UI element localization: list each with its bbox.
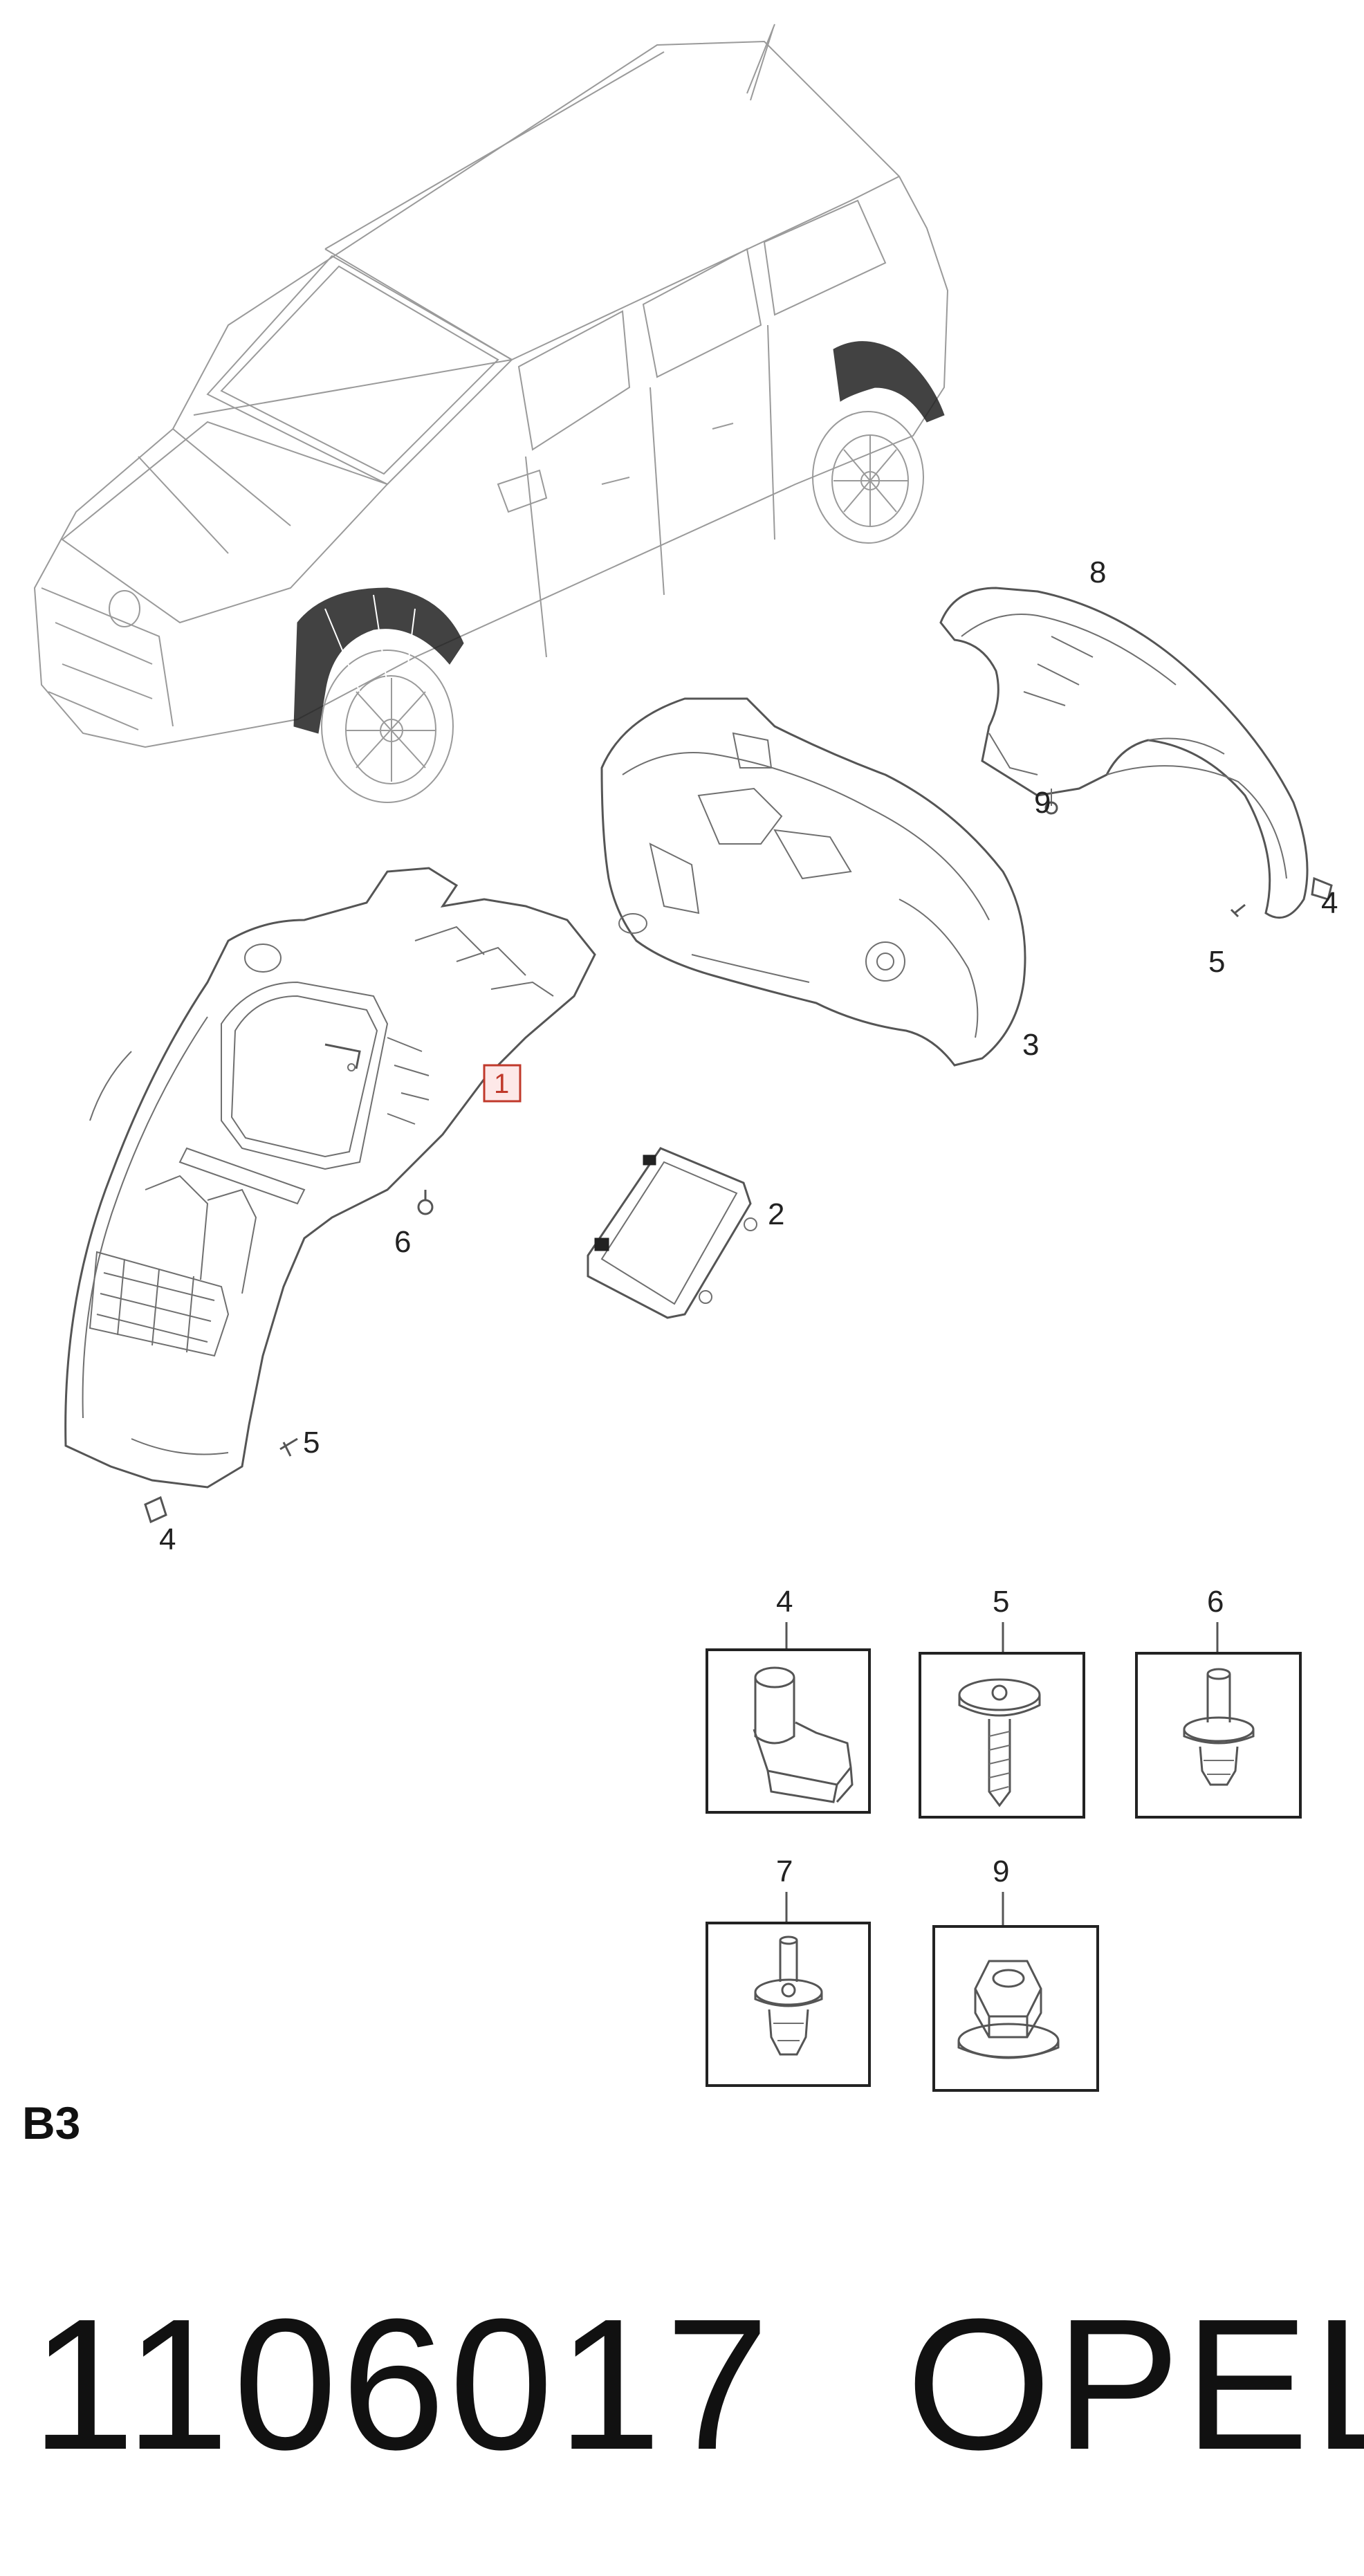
front-liner-highlight bbox=[293, 587, 464, 734]
inner-fender-panel-part-3 bbox=[600, 697, 1026, 1067]
front-arch-liner-part-1 bbox=[64, 867, 596, 1489]
fastener-label-7: 7 bbox=[776, 1855, 793, 1888]
expanding-rivet-icon bbox=[754, 1935, 823, 2056]
fastener-box-6: 6 bbox=[1135, 1585, 1302, 1819]
screw-5-small-icon bbox=[1230, 903, 1246, 918]
callout-1: 1 bbox=[494, 1069, 509, 1099]
screw-icon bbox=[958, 1678, 1041, 1807]
callout-6: 6 bbox=[394, 1225, 411, 1259]
nut-9-small-icon bbox=[1044, 801, 1058, 815]
callout-4-lower: 4 bbox=[159, 1522, 176, 1556]
callout-4-upper: 4 bbox=[1321, 886, 1338, 920]
brand-name: OPEL bbox=[906, 2281, 1364, 2489]
fastener-box-7: 7 bbox=[706, 1855, 871, 2087]
clip-4-small-icon bbox=[1311, 876, 1333, 901]
push-rivet-icon bbox=[1183, 1668, 1255, 1786]
part-number: 1106017 bbox=[31, 2281, 773, 2489]
screw-5-lower-small-icon bbox=[279, 1437, 298, 1457]
push-rivet-6-small-icon bbox=[417, 1190, 434, 1215]
rear-arch-liner-part-8 bbox=[939, 587, 1309, 919]
car-illustration bbox=[33, 24, 949, 803]
callout-5-upper: 5 bbox=[1208, 945, 1225, 979]
fastener-box-5: 5 bbox=[919, 1585, 1085, 1819]
hex-nut-icon bbox=[957, 1960, 1060, 2059]
fastener-label-6: 6 bbox=[1207, 1585, 1224, 1619]
clip-nut-icon bbox=[753, 1666, 854, 1803]
callout-3: 3 bbox=[1022, 1028, 1039, 1062]
fastener-box-9: 9 bbox=[932, 1855, 1099, 2092]
rear-liner-highlight bbox=[833, 341, 945, 423]
fastener-label-9: 9 bbox=[993, 1855, 1009, 1888]
section-label: B3 bbox=[22, 2097, 80, 2149]
callout-1-box bbox=[483, 1064, 522, 1103]
fastener-label-5: 5 bbox=[993, 1585, 1009, 1619]
callout-8: 8 bbox=[1089, 555, 1106, 589]
callout-9: 9 bbox=[1034, 786, 1051, 820]
callout-2: 2 bbox=[768, 1197, 784, 1231]
callout-5-lower: 5 bbox=[303, 1426, 320, 1460]
cover-panel-part-2 bbox=[587, 1147, 757, 1319]
fastener-box-4: 4 bbox=[706, 1585, 871, 1814]
fastener-label-4: 4 bbox=[776, 1585, 793, 1619]
clip-4-lower-small-icon bbox=[144, 1496, 167, 1524]
